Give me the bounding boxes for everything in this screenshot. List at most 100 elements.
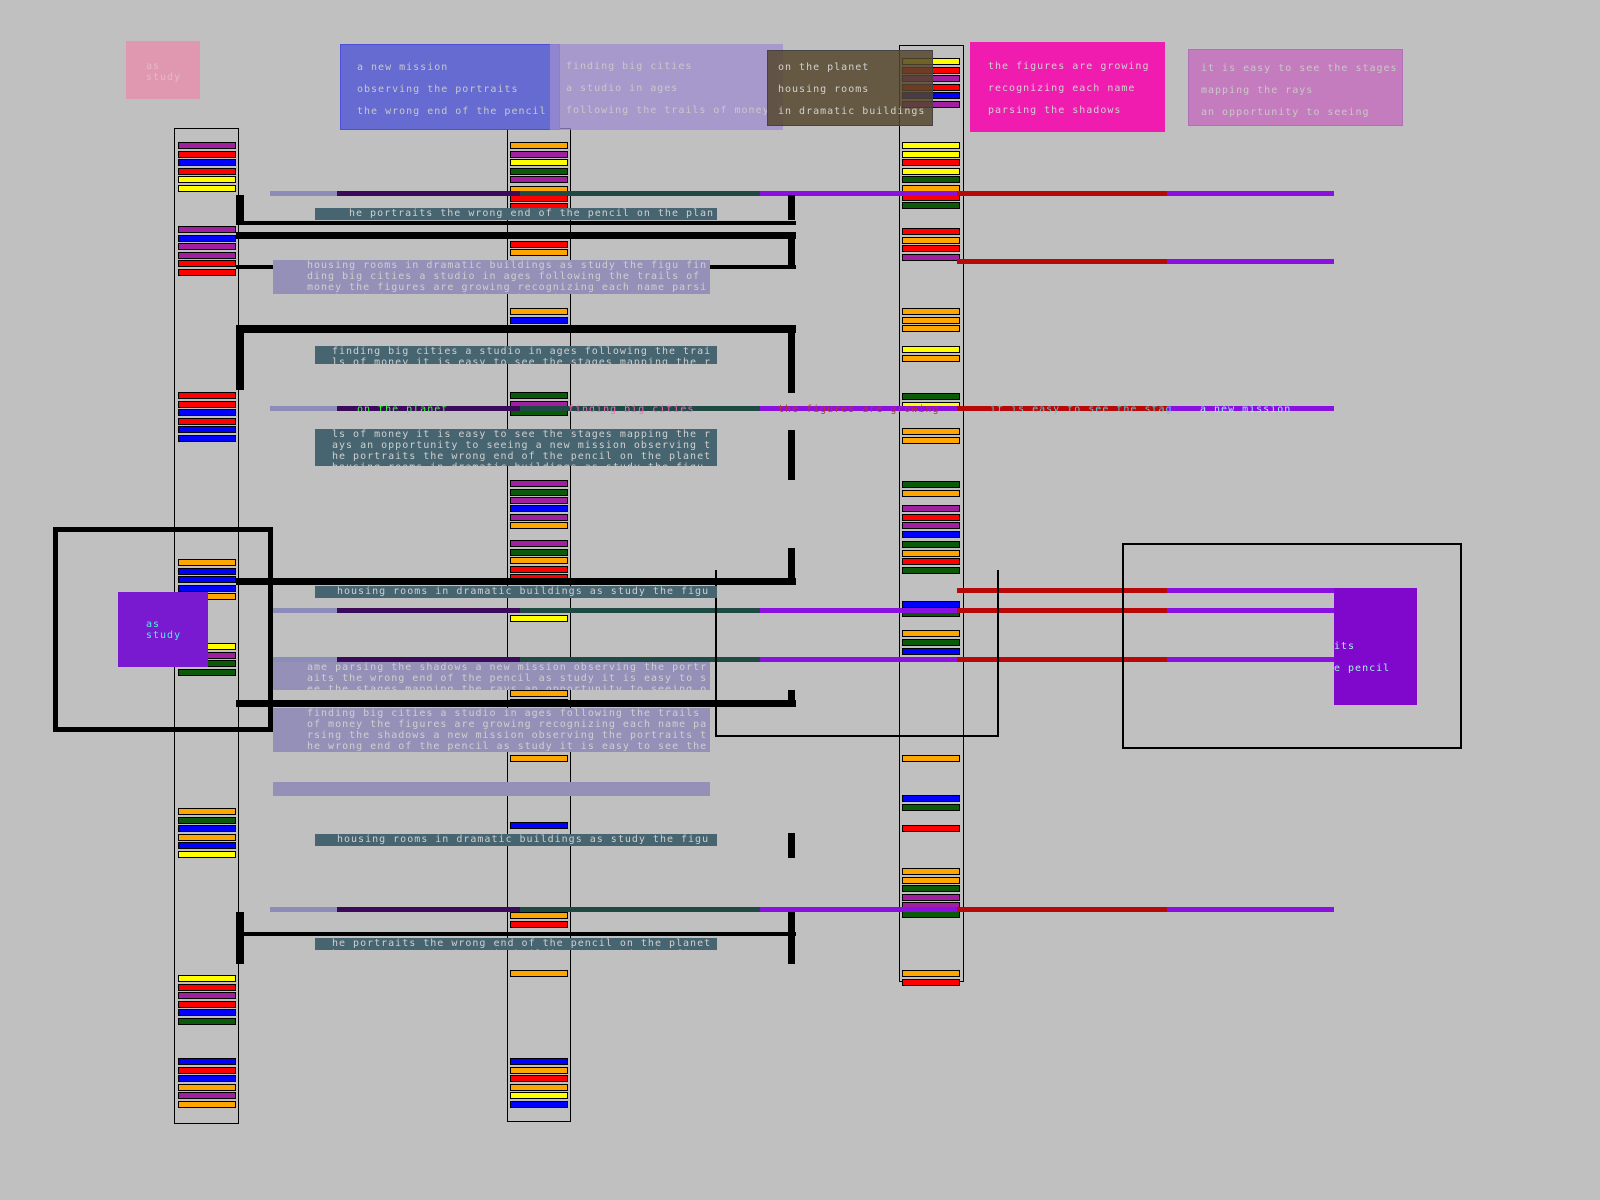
color-bar (902, 245, 960, 253)
connector-segment (957, 588, 1167, 593)
color-bar (510, 392, 568, 399)
color-bar (510, 159, 568, 167)
color-bar (902, 566, 960, 574)
connector-segment (1167, 191, 1334, 196)
color-bar (178, 1083, 236, 1091)
color-bar (178, 409, 236, 417)
color-bar (902, 393, 960, 400)
color-bar (902, 970, 960, 977)
color-bar (510, 488, 568, 496)
color-bar (178, 260, 236, 268)
connector-segment (270, 191, 337, 196)
color-bar (902, 489, 960, 497)
black-bar (788, 195, 795, 220)
color-bar (902, 428, 960, 435)
text-band: ame parsing the shadows a new mission ob… (273, 662, 710, 690)
label-box-magenta: the figures are growing recognizing each… (970, 42, 1165, 132)
color-bar (178, 426, 236, 434)
black-bar (788, 232, 795, 268)
black-bar (236, 578, 796, 585)
color-bar (902, 346, 960, 353)
connector-segment (337, 406, 520, 411)
color-bar (902, 803, 960, 811)
connector-segment (1167, 608, 1334, 613)
box-line: its (1334, 641, 1356, 652)
color-bar (902, 549, 960, 557)
connector-segment (270, 657, 337, 662)
color-bar (902, 253, 960, 261)
text-band: finding big cities a studio in ages foll… (315, 346, 717, 364)
connector-segment (957, 259, 1167, 264)
connector-segment (1167, 259, 1334, 264)
color-bar (510, 565, 568, 573)
color-bar (510, 912, 568, 919)
label-box-lavender: finding big cities a studio in ages foll… (550, 44, 783, 130)
black-bar (236, 325, 796, 333)
color-bar (178, 400, 236, 408)
color-bar (178, 1092, 236, 1100)
box-line: observing the portraits (357, 84, 519, 95)
black-bar (236, 325, 244, 390)
text-band: housing rooms in dramatic buildings as s… (315, 834, 717, 846)
frame (53, 527, 273, 732)
color-bar (178, 668, 236, 676)
color-bar (902, 911, 960, 918)
label-box-blue: a new mission observing the portraits th… (340, 44, 560, 130)
box-line: the figures are growing (988, 61, 1150, 72)
row-label: on the planet (357, 404, 449, 414)
color-bar (902, 325, 960, 333)
color-bar (902, 505, 960, 512)
color-bar (510, 150, 568, 158)
color-bar (902, 638, 960, 646)
box-line: study (146, 630, 182, 641)
color-bar (902, 530, 960, 538)
connector-segment (270, 907, 337, 912)
color-bar (902, 228, 960, 235)
connector-segment (957, 608, 1167, 613)
label-box-orchid: it is easy to see the stages mapping the… (1188, 49, 1403, 126)
color-bar (178, 576, 236, 584)
black-bar (788, 325, 795, 393)
connector-segment (1167, 907, 1334, 912)
row-label: finding big cities (568, 404, 695, 414)
box-line: a studio in ages (566, 83, 679, 94)
color-bar (510, 557, 568, 565)
label-box-pink: as study (126, 41, 200, 99)
connector-segment (957, 907, 1167, 912)
color-bar (178, 983, 236, 991)
black-bar (236, 195, 244, 225)
color-bar (902, 513, 960, 521)
color-bar (510, 240, 568, 248)
color-bar (178, 176, 236, 184)
color-bar (178, 435, 236, 442)
connector-segment (760, 191, 957, 196)
color-bar (510, 308, 568, 315)
color-bar (178, 559, 236, 566)
color-bar (510, 1083, 568, 1091)
color-bar (178, 816, 236, 824)
box-line: the wrong end of the pencil (357, 106, 547, 117)
box-line: e pencil (1334, 663, 1391, 674)
color-bar (510, 176, 568, 184)
color-bar (178, 851, 236, 858)
row-label: a new mission (1200, 404, 1292, 414)
connector-segment (520, 608, 760, 613)
frame (715, 570, 999, 737)
color-bar (902, 558, 960, 566)
color-bar (178, 1058, 236, 1065)
color-bar (178, 842, 236, 850)
box-line: finding big cities (566, 61, 693, 72)
color-bar (178, 1066, 236, 1074)
text-band: housing rooms in dramatic buildings as s… (315, 586, 717, 598)
color-bar (902, 481, 960, 488)
connector-segment (760, 657, 957, 662)
color-bar (902, 308, 960, 315)
color-bar (902, 978, 960, 986)
connector-segment (337, 608, 520, 613)
black-bar (788, 690, 795, 707)
color-bar (178, 825, 236, 833)
label-box-brown: on the planet housing rooms in dramatic … (767, 50, 933, 126)
color-bar (902, 630, 960, 637)
box-line: an opportunity to seeing (1201, 107, 1370, 118)
box-line: as (146, 619, 161, 630)
